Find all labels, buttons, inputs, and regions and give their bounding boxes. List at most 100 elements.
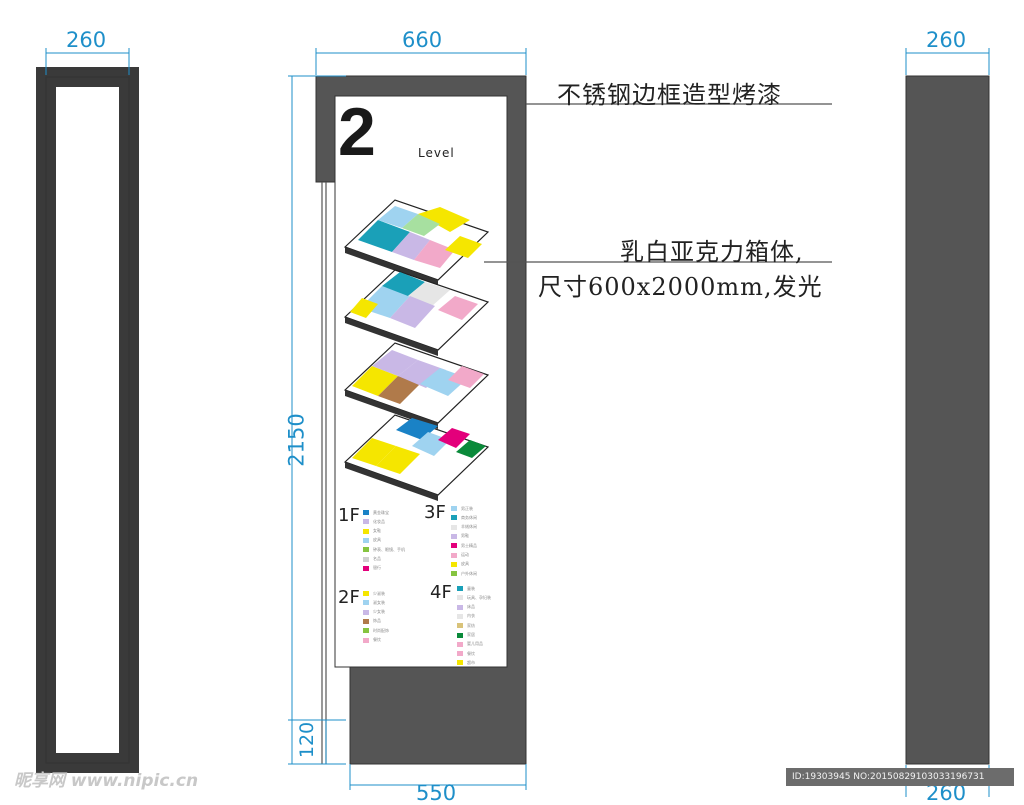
- legend-swatch: [457, 586, 463, 591]
- floor-map-4: [343, 414, 490, 501]
- legend-item-label: 银行: [373, 565, 381, 571]
- legend-item-label: 家居: [467, 632, 475, 637]
- legend-item: 少淑装: [363, 590, 385, 597]
- legend-item-label: 男士精品: [461, 542, 477, 548]
- level-number: 2: [338, 94, 376, 170]
- legend-item: 商务休闲: [451, 514, 477, 521]
- legend-item-label: 少女装: [373, 609, 385, 615]
- legend-group-label: 3F: [424, 502, 446, 523]
- frame-note: 不锈钢边框造型烤漆: [557, 81, 782, 109]
- annotation-leaders: [484, 103, 832, 263]
- legend-swatch: [451, 561, 457, 567]
- legend-swatch: [363, 547, 369, 553]
- legend-swatch: [363, 537, 369, 543]
- legend-item-label: 皮具: [461, 561, 469, 567]
- level-word: Level: [418, 146, 455, 160]
- legend-item: 餐饮: [363, 637, 381, 644]
- legend-item-label: 餐饮: [373, 637, 381, 642]
- legend-swatch: [363, 556, 369, 562]
- legend-item: 玩具、孕妇装: [457, 594, 491, 601]
- legend-item-label: 饰品: [373, 618, 381, 624]
- legend-item-label: 超市: [467, 659, 475, 665]
- legend-swatch: [363, 600, 369, 606]
- legend-swatch: [457, 623, 463, 629]
- legend-item-label: 名品: [373, 556, 381, 561]
- legend-item-label: 钟表、眼镜、手机: [373, 546, 405, 552]
- legend-swatch: [457, 632, 463, 638]
- legend-group-label: 1F: [338, 505, 360, 526]
- legend-item: 婴儿用品: [457, 641, 483, 648]
- legend-swatch: [451, 506, 457, 511]
- legend-item: 银行: [363, 565, 381, 572]
- legend-item: 时尚配饰: [363, 627, 389, 634]
- legend-item-label: 床品: [467, 604, 475, 610]
- center-base-height-label: 120: [296, 721, 319, 759]
- legend-item-label: 羊绒休闲: [461, 524, 477, 530]
- legend-item-label: 淑女装: [373, 599, 385, 605]
- legend-swatch: [457, 641, 463, 647]
- watermark: 昵享网 www.nipic.cn: [14, 771, 199, 791]
- legend-item-label: 黄金珠宝: [373, 509, 389, 515]
- legend-item: 床品: [457, 604, 475, 611]
- legend-swatch: [363, 591, 369, 596]
- box-note-line1: 乳白亚克力箱体,: [620, 238, 804, 266]
- left-side-elevation: [36, 67, 139, 773]
- legend-item-label: 运动: [461, 552, 469, 557]
- legend-item: 户外休闲: [451, 570, 477, 577]
- legend-swatch: [363, 609, 369, 615]
- legend-item-label: 家纺: [467, 622, 475, 628]
- legend-swatch: [457, 613, 463, 619]
- left-dimension-line: [45, 48, 130, 75]
- box-note-line2: 尺寸600x2000mm,发光: [538, 273, 823, 301]
- legend-swatch: [457, 651, 463, 657]
- legend-group-label: 4F: [430, 582, 452, 603]
- legend-item-label: 女鞋: [373, 528, 381, 534]
- legend-item: 家纺: [457, 622, 475, 629]
- legend-item: 钟表、眼镜、手机: [363, 546, 405, 553]
- legend-item-label: 餐饮: [467, 650, 475, 656]
- floor-map-2: [343, 269, 490, 356]
- legend-item-label: 时尚配饰: [373, 627, 389, 633]
- legend-item-label: 婴儿用品: [467, 641, 483, 647]
- legend-item-label: 商务休闲: [461, 514, 477, 520]
- legend-item-label: 少淑装: [373, 590, 385, 596]
- image-id-bar: ID:19303945 NO:20150829103033196731: [786, 768, 1014, 786]
- legend-swatch: [363, 618, 369, 624]
- center-dimension-lines: [288, 48, 527, 790]
- left-width-label: 260: [66, 28, 107, 52]
- legend-swatch: [451, 524, 457, 530]
- legend-swatch: [363, 565, 369, 571]
- center-height-label: 2150: [284, 413, 309, 467]
- legend-swatch: [451, 515, 457, 521]
- legend-item: 少女装: [363, 609, 385, 616]
- legend-item: 黄金珠宝: [363, 509, 389, 516]
- legend-item: 淑女装: [363, 599, 385, 606]
- legend-swatch: [451, 552, 457, 558]
- legend-swatch: [363, 519, 369, 525]
- legend-item: 餐饮: [457, 650, 475, 657]
- legend-item-label: 男鞋: [461, 533, 469, 539]
- right-side-elevation: [905, 75, 990, 765]
- legend-item: 女鞋: [363, 528, 381, 535]
- legend-item-label: 内衣: [467, 613, 475, 619]
- legend-item: 皮具: [451, 561, 469, 568]
- legend-item: 家居: [457, 632, 475, 639]
- legend-item: 皮具: [363, 537, 381, 544]
- legend-swatch: [457, 604, 463, 610]
- legend-item: 饰品: [363, 618, 381, 625]
- legend-swatch: [363, 628, 369, 634]
- legend-item: 男正装: [451, 505, 473, 512]
- legend-item: 内衣: [457, 613, 475, 620]
- legend-item-label: 男正装: [461, 505, 473, 511]
- legend-item: 超市: [457, 659, 475, 666]
- legend-item: 男士精品: [451, 542, 477, 549]
- legend-swatch: [363, 637, 369, 643]
- legend-swatch: [451, 571, 457, 577]
- legend-swatch: [451, 533, 457, 539]
- center-bottom-width-label: 550: [416, 781, 457, 805]
- legend-item: 运动: [451, 552, 469, 559]
- legend-swatch: [457, 595, 463, 601]
- legend-item: 化妆品: [363, 518, 385, 525]
- legend-swatch: [457, 660, 463, 666]
